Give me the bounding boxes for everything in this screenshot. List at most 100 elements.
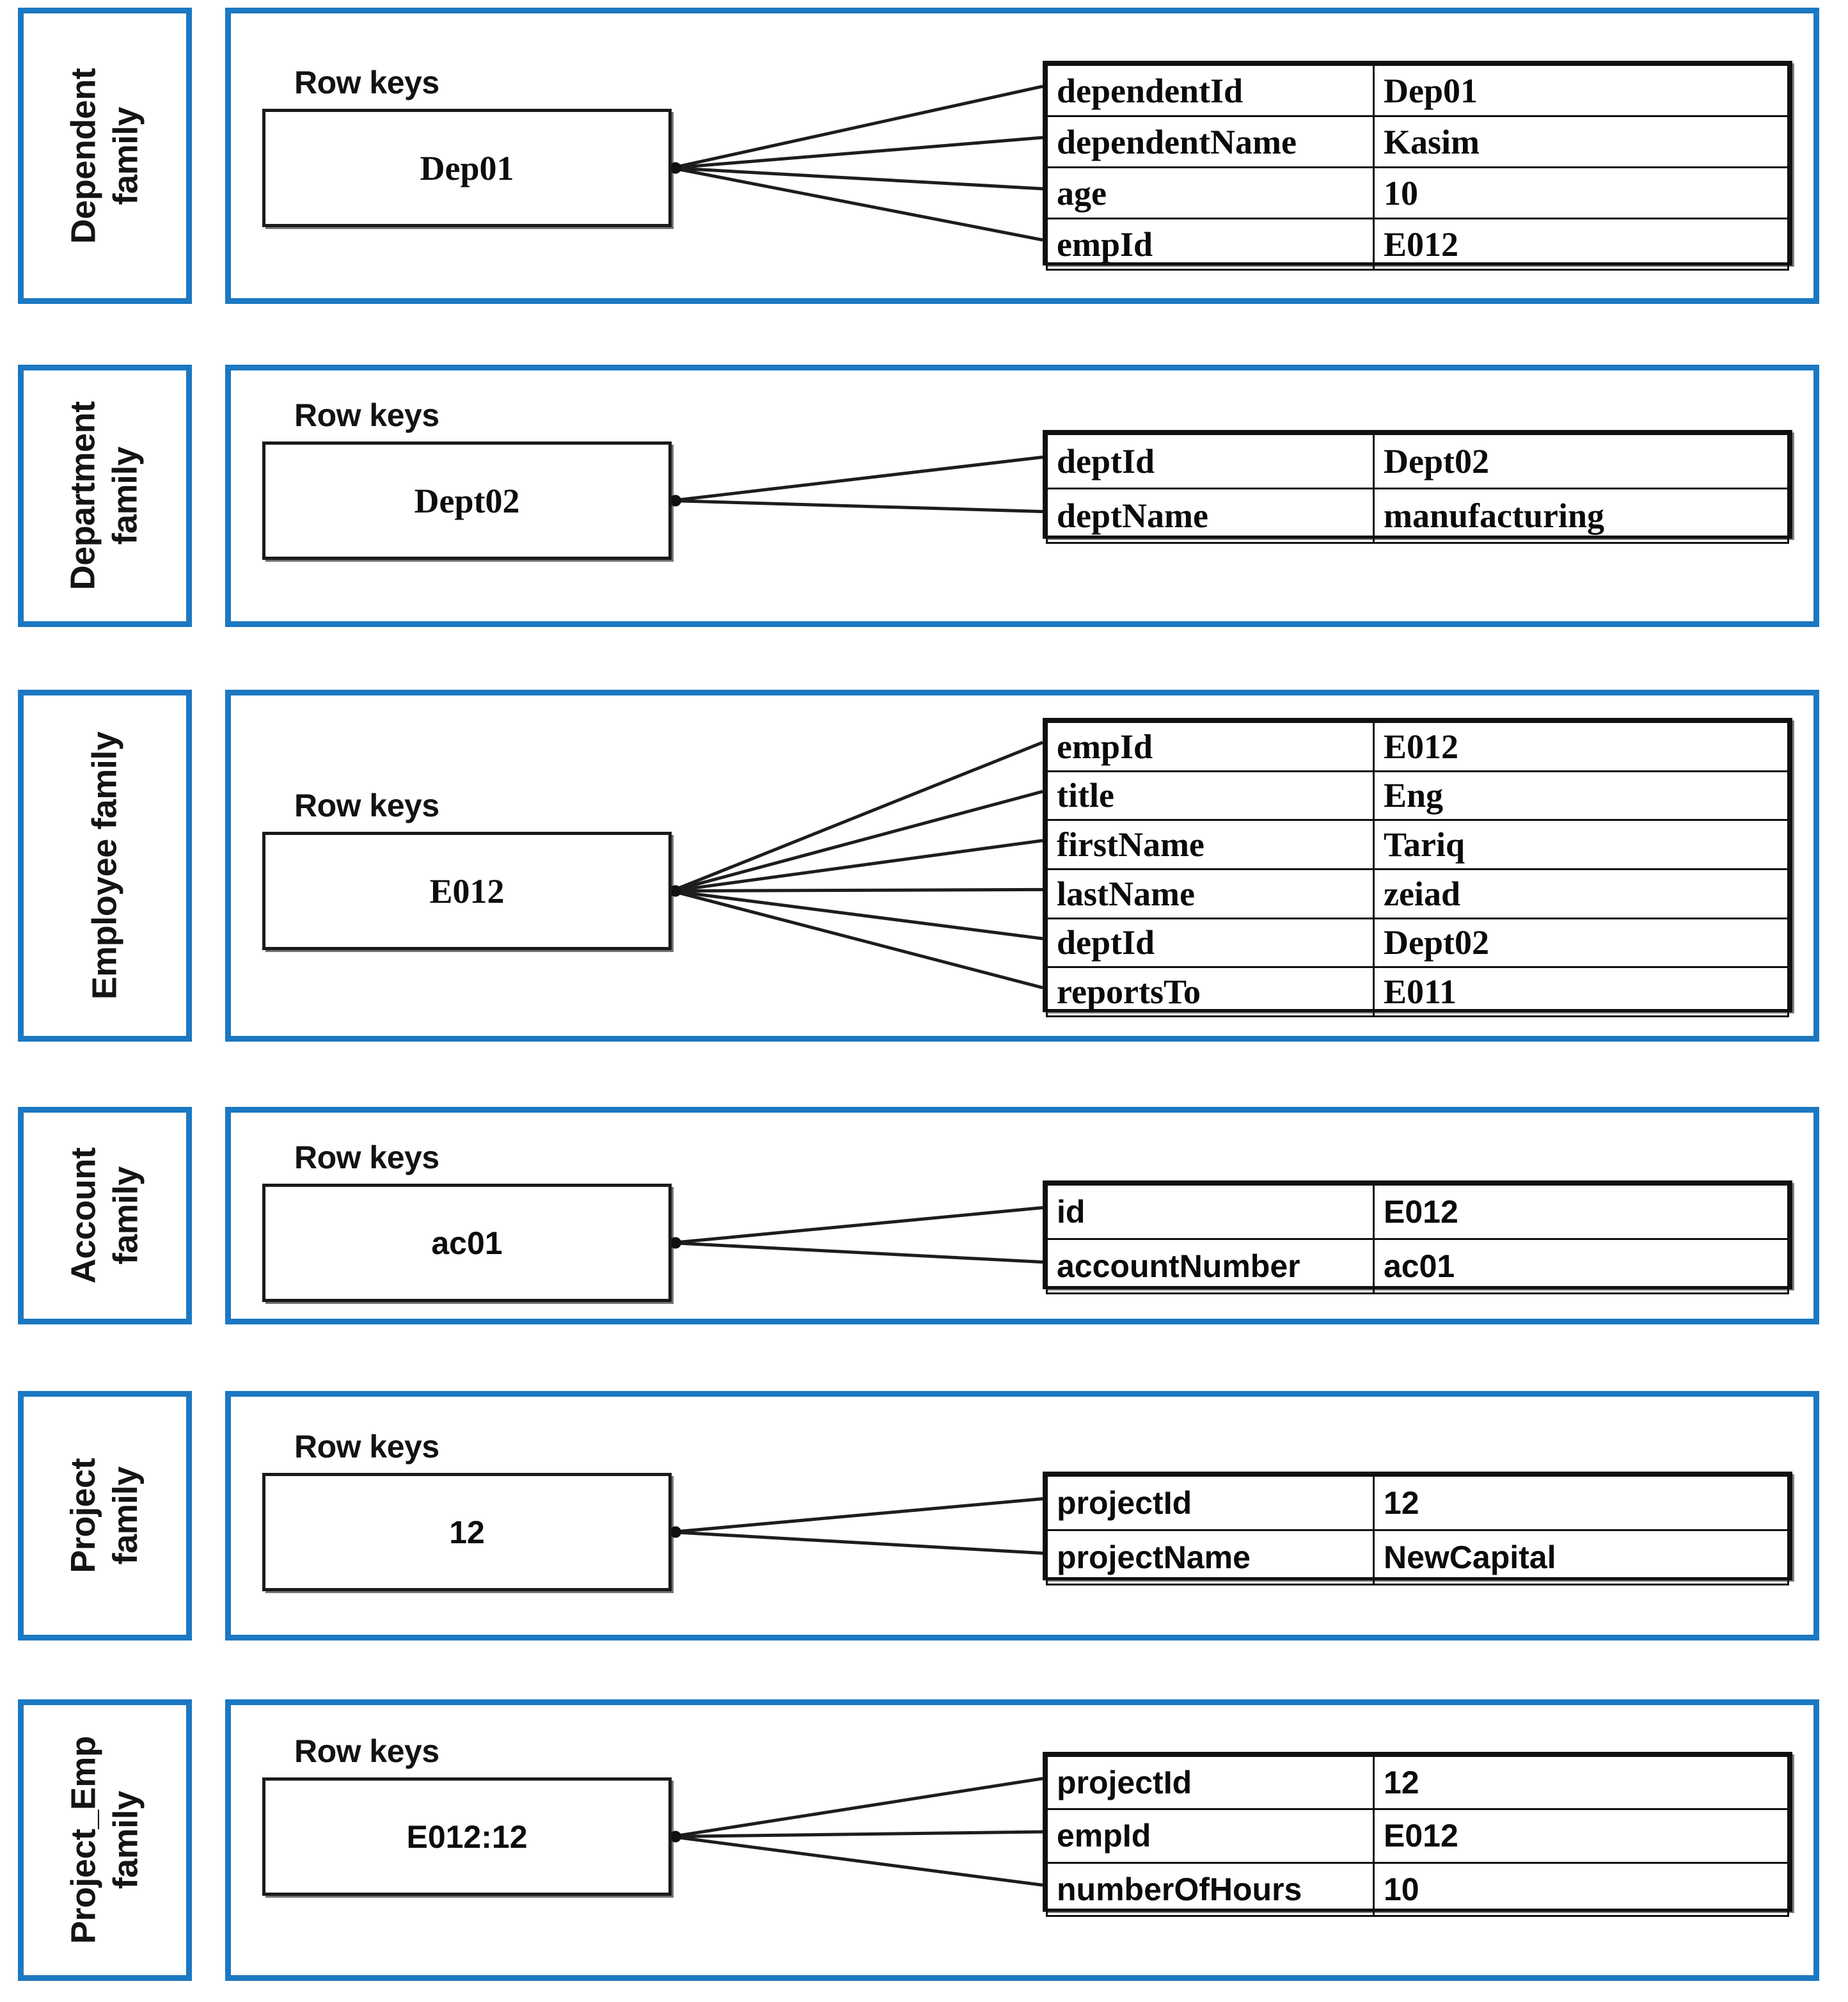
attribute-key: reportsTo: [1046, 966, 1375, 1017]
row-key-value: ac01: [431, 1225, 503, 1261]
row-keys-caption: Row keys: [294, 1733, 439, 1769]
family-label-line2: family: [106, 447, 145, 545]
row-key-box[interactable]: ac01: [262, 1184, 672, 1302]
attribute-key: empId: [1046, 218, 1375, 271]
attribute-value: 12: [1373, 1475, 1789, 1531]
attribute-value: 12: [1373, 1754, 1789, 1811]
family-label-text: Employee family: [84, 732, 126, 1000]
attribute-key: title: [1046, 770, 1375, 822]
attribute-value: zeiad: [1373, 868, 1789, 919]
attribute-value: Dept02: [1373, 433, 1789, 489]
family-label-line1: Project: [64, 1458, 103, 1573]
attribute-key: lastName: [1046, 868, 1375, 919]
attribute-key: projectId: [1046, 1754, 1375, 1811]
row-key-value: Dept02: [414, 481, 520, 520]
row-key-box[interactable]: Dept02: [262, 441, 672, 560]
row-keys-caption: Row keys: [294, 397, 439, 433]
attribute-key: id: [1046, 1184, 1375, 1240]
attribute-key: empId: [1046, 721, 1375, 772]
attribute-key: deptName: [1046, 488, 1375, 544]
attribute-value: E012: [1373, 1184, 1789, 1240]
attribute-value: Dep01: [1373, 64, 1789, 117]
attribute-key: deptId: [1046, 433, 1375, 489]
row-key-value: E012: [429, 871, 505, 910]
attribute-value: Dept02: [1373, 917, 1789, 969]
family-label-line1: Account: [64, 1147, 103, 1284]
family-label-line1: Department: [64, 401, 103, 591]
family-label-line1: Project_Emp: [64, 1736, 103, 1944]
attribute-key: projectId: [1046, 1475, 1375, 1531]
family-label-box: Employee family: [18, 690, 192, 1042]
row-key-box[interactable]: 12: [262, 1473, 672, 1591]
attribute-value: Tariq: [1373, 819, 1789, 870]
attribute-key: projectName: [1046, 1529, 1375, 1585]
attribute-key: deptId: [1046, 917, 1375, 969]
attribute-value: NewCapital: [1373, 1529, 1789, 1585]
attribute-key: firstName: [1046, 819, 1375, 870]
attribute-value: E012: [1373, 218, 1789, 271]
row-keys-caption: Row keys: [294, 65, 439, 100]
row-keys-caption: Row keys: [294, 1429, 439, 1465]
family-label-line2: family: [106, 106, 145, 205]
row-key-value: 12: [449, 1514, 485, 1550]
attribute-value: 10: [1373, 1861, 1789, 1917]
attribute-key: numberOfHours: [1046, 1861, 1375, 1917]
attribute-key: dependentId: [1046, 64, 1375, 117]
row-keys-caption: Row keys: [294, 1140, 439, 1175]
attribute-value: ac01: [1373, 1238, 1789, 1294]
attribute-key: dependentName: [1046, 115, 1375, 168]
row-key-value: E012:12: [406, 1818, 528, 1855]
row-key-box[interactable]: E012:12: [262, 1777, 672, 1896]
family-label-line2: family: [106, 1791, 145, 1889]
family-label-line1: Dependent: [64, 68, 103, 244]
family-label-line1: Employee family: [85, 731, 124, 1000]
attribute-key: empId: [1046, 1808, 1375, 1864]
row-keys-caption: Row keys: [294, 788, 439, 823]
row-key-box[interactable]: Dep01: [262, 109, 672, 227]
attribute-value: E011: [1373, 966, 1789, 1017]
attribute-key: accountNumber: [1046, 1238, 1375, 1294]
attribute-key: age: [1046, 166, 1375, 219]
family-label-line2: family: [106, 1466, 145, 1565]
attribute-value: manufacturing: [1373, 488, 1789, 544]
attribute-value: E012: [1373, 1808, 1789, 1864]
attribute-value: Kasim: [1373, 115, 1789, 168]
row-key-box[interactable]: E012: [262, 832, 672, 950]
family-label-line2: family: [106, 1166, 145, 1265]
attribute-value: Eng: [1373, 770, 1789, 822]
